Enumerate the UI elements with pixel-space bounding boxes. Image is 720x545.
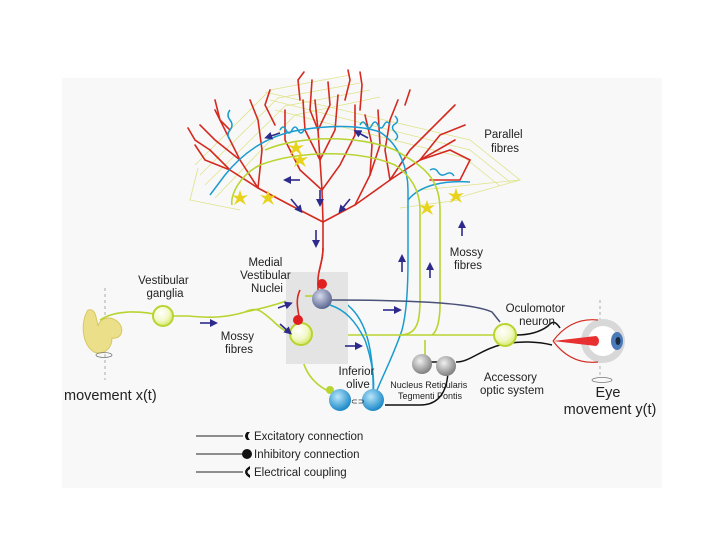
label-movement-x: movement x(t) <box>64 388 157 404</box>
granule-cell <box>419 200 435 215</box>
arrow <box>277 301 293 310</box>
legend-item-inhibitory: Inhibitory connection <box>196 449 359 461</box>
nrtp-neuron <box>412 354 432 374</box>
label-medial-vestibular-nuclei: Medial Vestibular Nuclei <box>240 257 294 295</box>
oculomotor-neuron <box>493 323 517 347</box>
olive-synapse <box>326 386 334 394</box>
label-vestibular-ganglia: Vestibular ganglia <box>138 275 192 300</box>
legend-label: Excitatory connection <box>254 431 363 443</box>
arrow <box>264 131 281 140</box>
granule-cell <box>292 152 308 167</box>
label-eye-movement: Eye movement y(t) <box>564 385 657 418</box>
legend: Excitatory connection Inhibitory connect… <box>196 431 363 479</box>
parallel-fibre-sheet <box>189 74 521 211</box>
aos-neuron <box>436 356 456 376</box>
arrow <box>290 198 303 214</box>
label-mossy-fibres-left: Mossy fibres <box>221 331 257 356</box>
arrow <box>338 198 351 214</box>
vn-neuron-inhibitory <box>312 289 332 309</box>
label-parallel-fibres: Parallel fibres <box>484 129 526 155</box>
vn-to-oculomotor-axon <box>329 299 501 323</box>
inferior-olive-neuron-left <box>329 389 351 411</box>
granule-cell <box>232 190 248 205</box>
vn-neuron-mossy <box>289 322 313 346</box>
granule-cells <box>232 140 464 215</box>
legend-item-electrical: Electrical coupling <box>196 466 347 479</box>
electrical-coupling-mark: ⊂⊃ <box>351 397 364 406</box>
arrow <box>279 323 292 335</box>
inner-ear-icon <box>82 288 123 380</box>
label-nrtp: Nucleus Reticularis Tegmenti Pontis <box>390 380 470 401</box>
label-oculomotor-neuron: Oculomotor neuron <box>506 303 569 328</box>
label-accessory-optic-system: Accessory optic system <box>480 372 544 397</box>
granule-cell <box>448 188 464 203</box>
granule-cell <box>288 140 304 155</box>
granule-cell <box>260 190 276 205</box>
legend-label: Inhibitory connection <box>254 449 359 461</box>
legend-label: Electrical coupling <box>254 467 347 479</box>
arrow <box>353 130 369 139</box>
label-inferior-olive: Inferior olive <box>339 366 378 391</box>
vestibular-ganglia-neuron <box>152 305 174 327</box>
label-mossy-fibres-right: Mossy fibres <box>450 247 486 272</box>
signal-arrows <box>200 130 466 350</box>
eye-icon <box>552 300 625 383</box>
diagram-background <box>62 78 662 488</box>
purkinje-synapse-lower <box>293 315 303 325</box>
legend-item-excitatory: Excitatory connection <box>196 431 363 443</box>
inferior-olive-neuron-right <box>362 389 384 411</box>
purkinje-synapse-upper <box>317 279 327 289</box>
